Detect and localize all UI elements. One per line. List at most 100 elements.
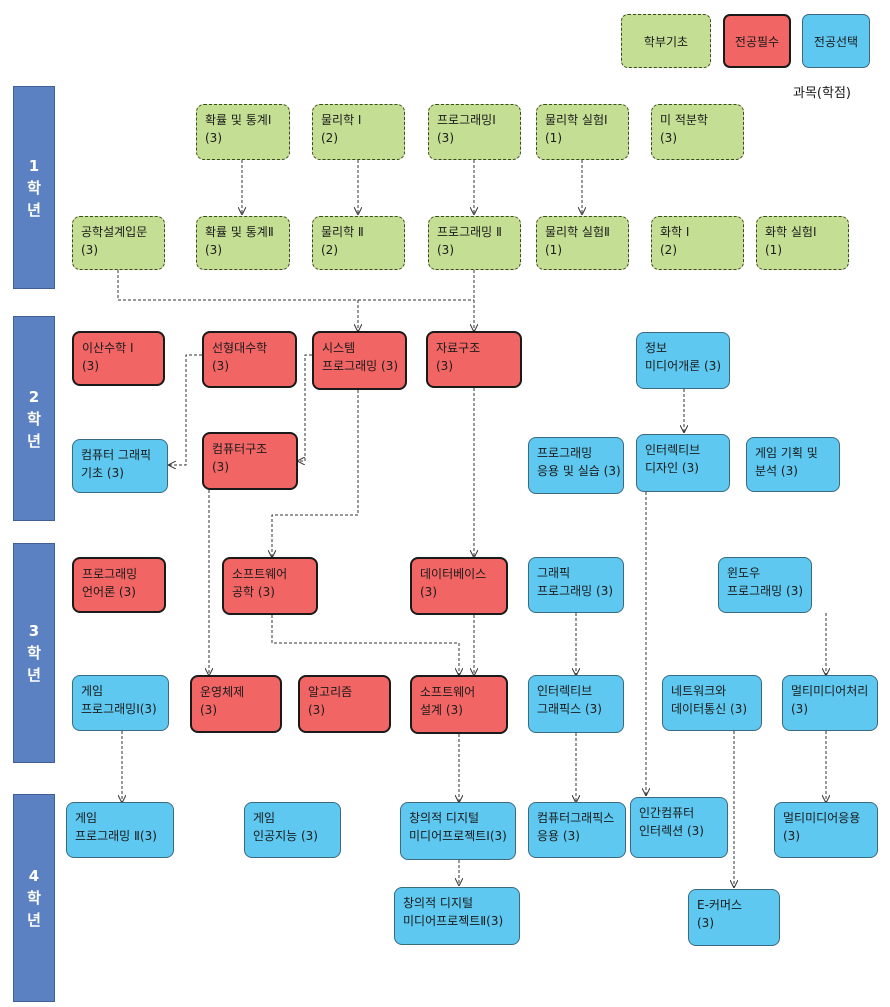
course-creative1: 창의적 디지털 미디어프로젝트Ⅰ(3) (400, 802, 516, 860)
course-progapp: 프로그래밍 응용 및 실습 (3) (528, 437, 624, 494)
course-proglang: 프로그래밍 언어론 (3) (72, 557, 166, 613)
course-name: 네트워크와 (671, 684, 727, 698)
course-name-line2: 인터렉션 (3) (639, 824, 704, 838)
course-credit: (3) (212, 460, 229, 474)
year-number: 3 (28, 622, 40, 640)
course-name: 게임 (253, 811, 276, 825)
course-name: 정보 (645, 341, 668, 355)
arrow-sweng-swdesign (271, 615, 459, 675)
course-credit: (3) (81, 243, 98, 257)
course-credit: (3) (82, 359, 99, 373)
course-credit: (3) (660, 131, 677, 145)
course-credit: (1) (545, 131, 562, 145)
course-name-line2: 프로그래밍 (3) (322, 359, 399, 373)
course-name-line2: 공학 (3) (232, 585, 275, 599)
course-name: 선형대수학 (212, 341, 268, 355)
course-os: 운영체제 (3) (190, 675, 282, 733)
course-name-line2: 설계 (3) (420, 703, 463, 717)
year-char: 학 (27, 409, 41, 428)
course-ecommerce: E-커머스 (3) (688, 889, 780, 946)
course-name-line2: 그래픽스 (3) (537, 702, 602, 716)
course-name-line2: 프로그래밍 (3) (537, 584, 614, 598)
course-name: 프로그래밍 (537, 446, 593, 460)
course-creative2: 창의적 디지털 미디어프로젝트Ⅱ(3) (394, 887, 520, 945)
course-name: 물리학 실험Ⅰ (545, 113, 608, 127)
course-credit: (2) (321, 131, 338, 145)
course-name: 컴퓨터그래픽스 (537, 811, 615, 825)
course-name: 프로그래밍 (82, 567, 138, 581)
course-name: 인간컴퓨터 (639, 806, 695, 820)
course-intergraphics: 인터렉티브 그래픽스 (3) (528, 675, 624, 733)
arrow-sysprog-comparch (298, 354, 312, 461)
course-prog2: 프로그래밍 Ⅱ (3) (428, 216, 521, 270)
course-credit: (3) (308, 703, 325, 717)
year-number: 2 (28, 387, 40, 406)
course-credit: (3) (437, 243, 454, 257)
course-name: 그래픽 (537, 566, 571, 580)
course-credit: (3) (783, 829, 800, 843)
course-name: 물리학 실험Ⅱ (545, 225, 610, 239)
course-credit: (1) (765, 243, 782, 257)
course-name: 게임 (75, 811, 98, 825)
course-credit: (3) (420, 585, 437, 599)
course-interdesign: 인터렉티브 디자인 (3) (636, 434, 730, 492)
arrow-linalg-cgbasic (169, 354, 202, 465)
course-mmapp: 멀티미디어응용 (3) (774, 802, 878, 858)
course-prob2: 확률 및 통계Ⅱ (3) (196, 216, 290, 270)
course-algo: 알고리즘 (3) (298, 675, 391, 733)
course-chem1: 화학 Ⅰ (2) (651, 216, 744, 270)
course-gameprog2: 게임 프로그래밍 Ⅱ(3) (66, 802, 174, 858)
course-datastruct: 자료구조 (3) (426, 331, 522, 388)
course-name: 멀티미디어처리 (791, 684, 869, 698)
course-name: 확률 및 통계Ⅰ (205, 113, 272, 127)
course-name: 데이터베이스 (420, 567, 487, 581)
course-chemlab1: 화학 실험Ⅰ (1) (756, 216, 849, 270)
course-prob1: 확률 및 통계Ⅰ (3) (196, 104, 290, 160)
course-name-line2: 프로그래밍Ⅰ(3) (81, 702, 157, 716)
course-name: 미 적분학 (660, 113, 708, 127)
course-database: 데이터베이스 (3) (410, 557, 508, 615)
course-name: 소프트웨어 (232, 567, 288, 581)
course-linalg: 선형대수학 (3) (202, 331, 297, 388)
course-name: 화학 Ⅰ (660, 225, 690, 239)
arrow-year1-sysprog (117, 270, 474, 301)
year-number: 4 (28, 867, 40, 885)
course-sweng: 소프트웨어 공학 (3) (222, 557, 318, 615)
year-char: 학 (27, 644, 41, 662)
legend-basic: 학부기초 (621, 14, 711, 68)
course-credit: (3) (436, 359, 453, 373)
course-name: 컴퓨터구조 (212, 442, 268, 456)
course-name-line2: 인공지능 (3) (253, 829, 318, 843)
course-sysprog: 시스템 프로그래밍 (3) (312, 331, 407, 390)
course-name-line2: 미디어개론 (3) (645, 359, 722, 373)
year-number: 1 (28, 156, 40, 175)
course-name-line2: 분석 (3) (755, 464, 798, 478)
course-cgbasic: 컴퓨터 그래픽 기초 (3) (72, 439, 168, 493)
year-char: 학 (27, 178, 41, 197)
year-char: 년 (27, 666, 41, 684)
course-credit: (3) (205, 131, 222, 145)
course-infomedia: 정보 미디어개론 (3) (636, 332, 730, 389)
course-discrete: 이산수학 Ⅰ (3) (72, 331, 165, 386)
course-multimedia: 멀티미디어처리 (3) (782, 675, 878, 731)
year-4-label: 4 학 년 (13, 794, 55, 1002)
course-credit: (3) (791, 702, 808, 716)
course-winprog: 윈도우 프로그래밍 (3) (718, 557, 812, 613)
course-name-line2: 미디어프로젝트Ⅰ(3) (409, 829, 507, 843)
course-gameplan: 게임 기획 및 분석 (3) (746, 437, 840, 492)
course-name: 자료구조 (436, 341, 481, 355)
course-gameai: 게임 인공지능 (3) (244, 802, 341, 858)
course-name-line2: 디자인 (3) (645, 461, 699, 475)
course-credit: (2) (660, 243, 677, 257)
course-gameprog1: 게임 프로그래밍Ⅰ(3) (72, 675, 169, 731)
course-name: 화학 실험Ⅰ (765, 225, 817, 239)
course-network: 네트워크와 데이터통신 (3) (662, 675, 762, 731)
course-phys1: 물리학 Ⅰ (2) (312, 104, 405, 160)
course-name-line2: 데이터통신 (3) (671, 702, 748, 716)
course-physlab2: 물리학 실험Ⅱ (1) (536, 216, 629, 270)
legend-major-required: 전공필수 (723, 14, 791, 68)
course-name: 창의적 디지털 (409, 811, 480, 825)
course-credit: (3) (697, 916, 714, 930)
course-swdesign: 소프트웨어 설계 (3) (410, 675, 508, 734)
course-name-line2: 언어론 (3) (82, 585, 136, 599)
